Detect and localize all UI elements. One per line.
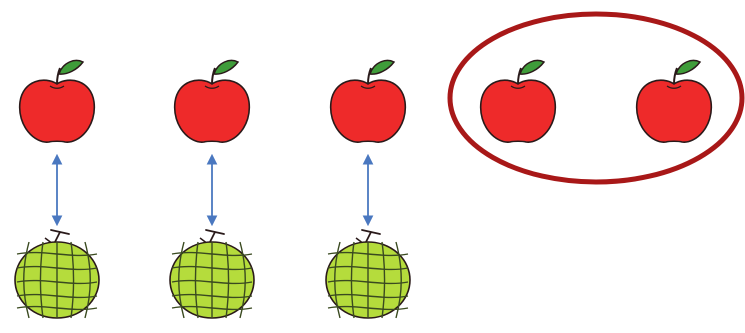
apple-icon bbox=[481, 61, 556, 143]
pair-column bbox=[170, 61, 254, 319]
paired-column-group bbox=[15, 61, 410, 319]
apple-icon bbox=[175, 61, 250, 143]
apple-icon bbox=[20, 61, 95, 143]
unpaired-apples-group bbox=[450, 14, 742, 182]
apple-icon bbox=[331, 61, 406, 143]
melon-icon bbox=[170, 230, 254, 318]
melon-icon bbox=[326, 230, 410, 318]
apple-icon bbox=[637, 61, 712, 143]
pair-column bbox=[326, 61, 410, 319]
melon-icon bbox=[15, 230, 99, 318]
pair-column bbox=[15, 61, 99, 319]
